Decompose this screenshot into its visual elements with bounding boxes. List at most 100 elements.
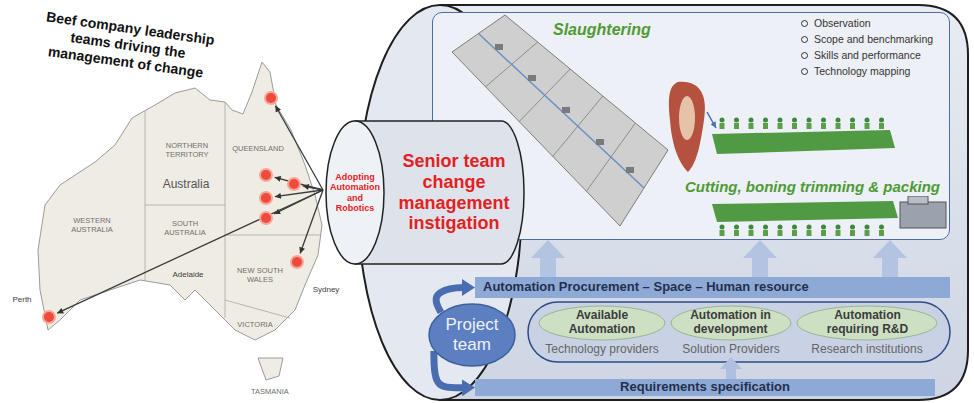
region-label: NEW SOUTH WALES [231, 266, 289, 284]
text-slot: Skills and performance [801, 47, 946, 63]
worker-body [720, 230, 725, 236]
worker [865, 118, 870, 130]
worker-body [821, 230, 826, 236]
worker [763, 118, 768, 130]
oval-caption: Technology providers [545, 343, 658, 357]
worker-head [879, 225, 884, 230]
worker-head [807, 225, 812, 230]
worker-body [865, 230, 870, 236]
text-slot: Project team [432, 303, 512, 367]
worker-head [749, 225, 754, 230]
bullet-item: Observation [814, 17, 871, 29]
worker-figures [720, 118, 885, 237]
flow-arrow [752, 251, 768, 277]
worker-body [749, 230, 754, 236]
carcass-photo [669, 82, 716, 172]
worker-body [778, 230, 783, 236]
worker-head [720, 225, 725, 230]
worker [879, 118, 884, 130]
conveyor-strip [712, 201, 898, 222]
machine-top [908, 196, 928, 204]
text-slot: Technology mapping [801, 63, 946, 79]
label-slot: QUEENSLAND [223, 144, 293, 153]
site-dot [43, 311, 55, 323]
station [528, 75, 536, 81]
worker-body [792, 123, 797, 129]
plant-sites [43, 92, 303, 323]
worker-head [865, 118, 870, 123]
station [562, 107, 570, 113]
city-label: Sydney [306, 285, 346, 295]
station [495, 44, 503, 50]
site-line [57, 190, 323, 313]
worker-body [807, 123, 812, 129]
worker-head [792, 118, 797, 123]
worker-body [763, 230, 768, 236]
worker-body [836, 230, 841, 236]
worker [778, 225, 783, 237]
text-slot: Adopting Automation and Robotics [328, 120, 382, 265]
worker-head [763, 118, 768, 123]
tasmania-outline [258, 358, 283, 380]
label-slot: Adelaide [163, 270, 213, 280]
worker-body [778, 123, 783, 129]
bullet-mark [801, 36, 808, 43]
worker [734, 225, 739, 237]
worker-head [879, 118, 884, 123]
region-label: VICTORIA [230, 320, 280, 329]
bullet-item: Scope and benchmarking [814, 33, 933, 45]
city-label: Adelaide [163, 270, 213, 280]
label-slot: NEW SOUTH WALES [231, 266, 289, 284]
project-team-ellipse: Project team [428, 303, 516, 367]
worker-head [821, 118, 826, 123]
worker [821, 118, 826, 130]
oval-caption: Research institutions [811, 343, 922, 357]
text-slot: Automation Procurement – Space – Human r… [475, 277, 950, 298]
site-dot [260, 192, 272, 204]
label-slot: Sydney [306, 285, 346, 295]
cylinder-end-text: Adopting Automation and Robotics [328, 172, 382, 213]
label-slot: WESTERN AUSTRALIA [61, 216, 123, 234]
label-slot: SOUTH AUSTRALIA [155, 219, 215, 237]
text-slot: Observation [801, 15, 946, 31]
worker-head [734, 225, 739, 230]
station [626, 167, 634, 173]
worker [720, 118, 725, 130]
worker-head [792, 225, 797, 230]
city-label: Perth [2, 295, 42, 305]
flow-arrow [882, 251, 898, 277]
flow-arrow [707, 112, 716, 128]
oval-title: Available Automation [552, 309, 652, 337]
worker-body [836, 123, 841, 129]
text-slot: Automation requiring R&D [812, 305, 923, 341]
site-dot [260, 169, 272, 181]
site-dot [291, 256, 303, 268]
label-slot: VICTORIA [230, 320, 280, 329]
label-slot: Australia [151, 177, 221, 191]
text-slot: Requirements specification [475, 379, 935, 396]
worker [807, 118, 812, 130]
worker-body [821, 123, 826, 129]
diagram-title: Beef company leadership teams driving th… [35, 7, 220, 82]
automation-oval: Automation requiring R&D Research institu… [796, 305, 938, 357]
site-dot [260, 212, 272, 224]
site-dot [265, 92, 277, 104]
worker [850, 225, 855, 237]
bullet-mark [801, 20, 808, 27]
title-slot: Beef company leadership teams driving th… [35, 7, 220, 82]
label-slot: Perth [2, 295, 42, 305]
bullet-item: Skills and performance [814, 49, 921, 61]
worker [792, 225, 797, 237]
cylinder-body-text: Senior team change management instigatio… [387, 151, 521, 234]
worker [865, 225, 870, 237]
procurement-bar: Automation Procurement – Space – Human r… [475, 277, 950, 298]
bullet-mark [801, 68, 808, 75]
worker-body [850, 123, 855, 129]
worker-head [749, 118, 754, 123]
region-label: NORTHERN TERRITORY [156, 141, 218, 159]
worker-head [821, 225, 826, 230]
region-label: TASMANIA [240, 387, 300, 396]
worker-head [734, 118, 739, 123]
machine-body [900, 202, 946, 228]
worker-body [850, 230, 855, 236]
